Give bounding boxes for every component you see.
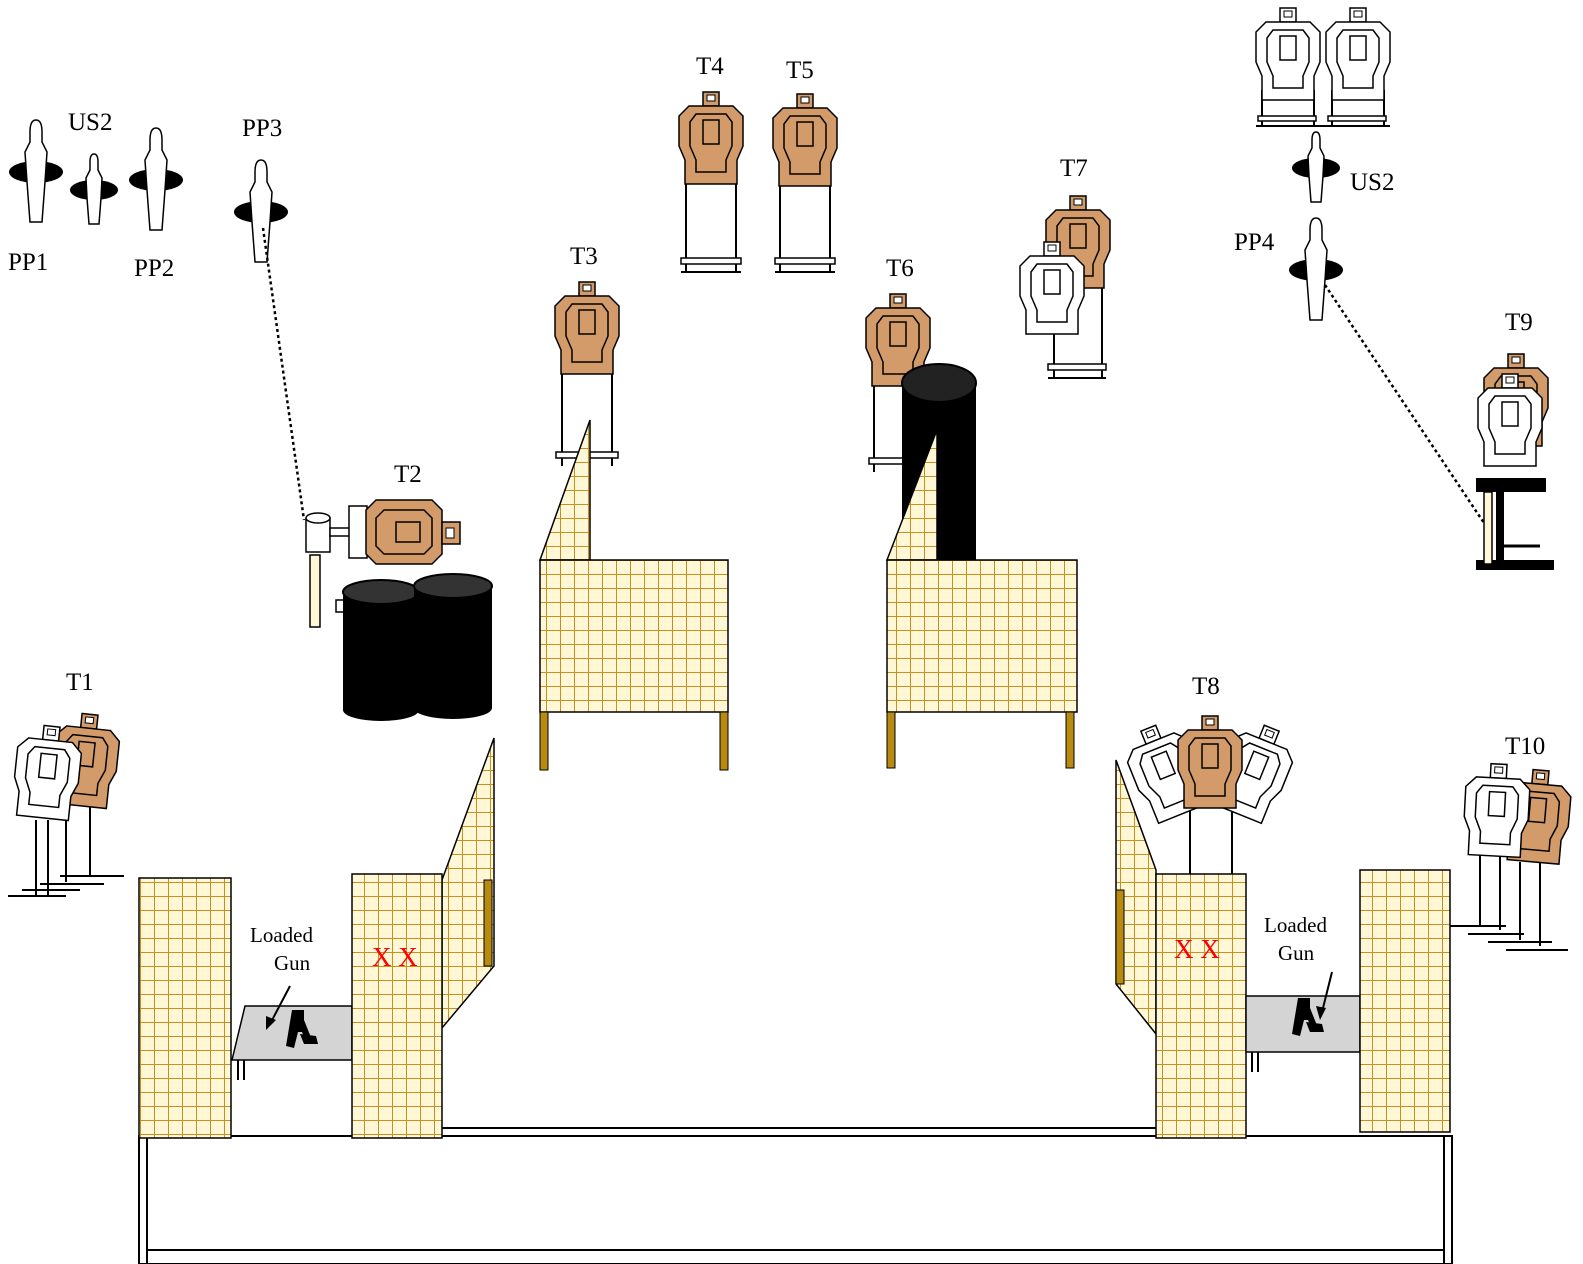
target-t8	[1117, 715, 1303, 880]
label-us2-left: US2	[68, 109, 112, 136]
arrow-left-gun	[266, 985, 291, 1030]
activation-line-pp4	[1323, 284, 1488, 527]
barrels-pair	[342, 573, 493, 721]
target-t1	[8, 710, 124, 897]
label-t9: T9	[1505, 309, 1533, 336]
target-t9	[1476, 353, 1554, 570]
label-t2: T2	[394, 461, 422, 488]
label-loaded-right: Loaded	[1264, 913, 1327, 937]
label-t3: T3	[570, 243, 598, 270]
target-t2	[305, 499, 461, 628]
marker-xx-right: X X	[1174, 934, 1220, 964]
barrel-tall	[901, 363, 977, 565]
popper-pp3	[233, 159, 289, 263]
label-us2-right: US2	[1350, 169, 1394, 196]
label-t4: T4	[696, 53, 724, 80]
label-pp2: PP2	[134, 255, 174, 282]
label-loaded-left: Loaded	[250, 923, 313, 947]
target-t4	[678, 91, 744, 273]
label-t7: T7	[1060, 155, 1088, 182]
wall-angled-left	[441, 737, 495, 1031]
label-t6: T6	[886, 255, 914, 282]
wall-left-xx	[351, 873, 443, 1139]
activation-line-pp3	[261, 227, 306, 521]
label-gun-left: Gun	[274, 951, 311, 975]
wall-far-right	[1359, 869, 1451, 1133]
wall-t3	[538, 419, 729, 771]
label-pp4: PP4	[1234, 229, 1275, 256]
popper-us2-right	[1291, 131, 1341, 203]
target-t7	[1019, 195, 1111, 379]
marker-xx-left: X X	[372, 942, 418, 972]
table-right	[1245, 995, 1361, 1072]
label-t1: T1	[66, 669, 94, 696]
label-pp3: PP3	[242, 115, 282, 142]
label-pp1: PP1	[8, 249, 48, 276]
popper-pp2	[128, 127, 184, 231]
table-left	[231, 1005, 353, 1080]
label-gun-right: Gun	[1278, 941, 1315, 965]
wall-right-xx	[1155, 873, 1247, 1139]
fault-line-box	[138, 1127, 1453, 1264]
popper-us2-left	[69, 153, 119, 225]
label-t5: T5	[786, 57, 814, 84]
target-top-right-pair	[1255, 7, 1391, 127]
label-t8: T8	[1192, 673, 1220, 700]
label-t10: T10	[1505, 733, 1545, 760]
arrow-right-gun	[1316, 971, 1333, 1020]
popper-pp4	[1288, 217, 1344, 321]
popper-pp1	[8, 119, 64, 223]
wall-far-left	[138, 877, 232, 1139]
target-t5	[772, 93, 838, 273]
wall-t6	[885, 429, 1078, 769]
target-t10	[1450, 761, 1574, 951]
